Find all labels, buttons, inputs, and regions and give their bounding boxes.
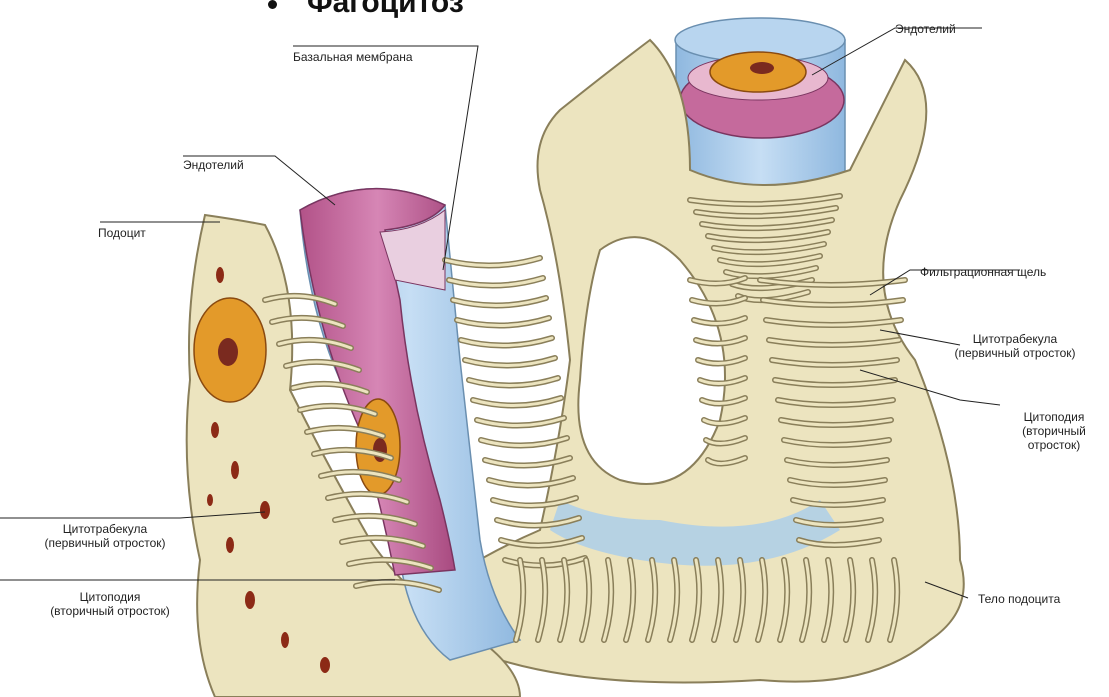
label-cytopodia-right: Цитоподия (вторичный отросток) (1002, 410, 1106, 452)
label-cytotrabecula-left-line1: Цитотрабекула (10, 522, 200, 536)
label-cytotrabecula-right-line1: Цитотрабекула (922, 332, 1108, 346)
label-cytopodia-right-line2: (вторичный (1002, 424, 1106, 438)
label-filtration-slit: Фильтрационная щель (920, 265, 1046, 279)
label-cytopodia-right-line1: Цитоподия (1002, 410, 1106, 424)
label-cytopodia-right-line3: отросток) (1002, 438, 1106, 452)
label-cytotrabecula-left: Цитотрабекула (первичный отросток) (10, 522, 200, 550)
label-podocyte-body: Тело подоцита (978, 592, 1060, 606)
label-cytotrabecula-right-line2: (первичный отросток) (922, 346, 1108, 360)
label-cytotrabecula-right: Цитотрабекула (первичный отросток) (922, 332, 1108, 360)
label-endothelium-top: Эндотелий (895, 22, 956, 36)
label-podocyte: Подоцит (98, 226, 146, 240)
label-endothelium-left: Эндотелий (183, 158, 244, 172)
label-cytotrabecula-left-line2: (первичный отросток) (10, 536, 200, 550)
label-basal-membrane: Базальная мембрана (293, 50, 413, 64)
label-cytopodia-left-line2: (вторичный отросток) (10, 604, 210, 618)
label-cytopodia-left-line1: Цитоподия (10, 590, 210, 604)
label-cytopodia-left: Цитоподия (вторичный отросток) (10, 590, 210, 618)
